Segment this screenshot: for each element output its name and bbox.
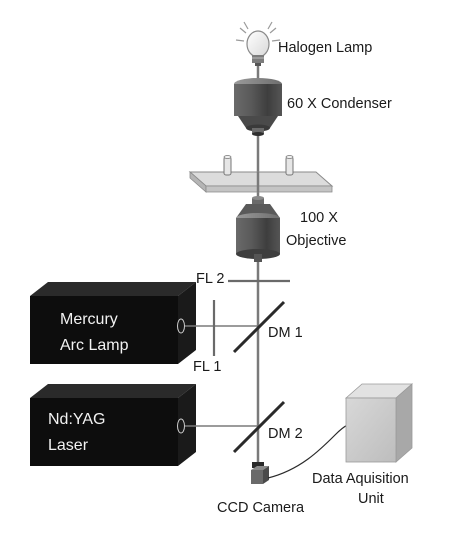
- daq-label-line2: Unit: [358, 491, 384, 507]
- laser-label-line2: Laser: [48, 437, 89, 454]
- condenser-icon: [234, 78, 282, 136]
- condenser-label: 60 X Condenser: [287, 96, 392, 112]
- ndyag-laser-box: [30, 384, 196, 466]
- dichroic-mirror-2-label: DM 2: [268, 426, 303, 442]
- dichroic-mirror-1-label: DM 1: [268, 325, 303, 341]
- dichroic-mirror-1-icon: [232, 300, 286, 354]
- halogen-lamp-label: Halogen Lamp: [278, 40, 372, 56]
- ccd-camera-icon: [251, 462, 269, 484]
- daq-label-line1: Data Aquisition: [312, 471, 409, 487]
- laser-label-line1: Nd:YAG: [48, 411, 106, 428]
- filter-1-label: FL 1: [193, 359, 221, 375]
- mercury-label-line1: Mercury: [60, 311, 118, 328]
- objective-label-line2: Objective: [286, 233, 346, 249]
- mercury-label-line2: Arc Lamp: [60, 337, 129, 354]
- filter-2-label: FL 2: [196, 271, 224, 287]
- data-acquisition-unit-box: [344, 383, 414, 463]
- dichroic-mirror-2-icon: [232, 400, 286, 454]
- sample-stage-icon: [188, 155, 334, 193]
- objective-icon: [236, 196, 280, 262]
- halogen-lamp-icon: [235, 21, 281, 66]
- objective-label-line1: 100 X: [300, 210, 338, 226]
- mercury-arc-lamp-box: [30, 282, 196, 364]
- ccd-camera-label: CCD Camera: [217, 500, 305, 516]
